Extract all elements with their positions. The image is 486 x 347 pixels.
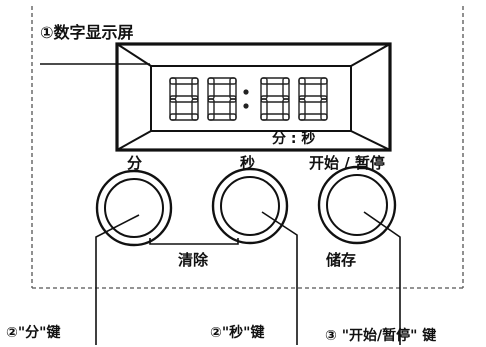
minute-key-callout: ②"分"键	[6, 325, 61, 341]
second-button[interactable]	[211, 167, 289, 245]
start-pause-button[interactable]	[317, 165, 397, 245]
display-title: ①数字显示屏	[40, 23, 134, 42]
digit-segment	[260, 113, 290, 121]
digit-segment	[298, 95, 328, 103]
digit-segment	[169, 77, 177, 100]
display-digit	[207, 77, 237, 121]
display-digit	[298, 77, 328, 121]
colon-dot	[243, 89, 249, 95]
digit-segment	[260, 95, 290, 103]
display-digit	[260, 77, 290, 121]
digit-segment	[207, 95, 237, 103]
display-frame	[115, 42, 392, 152]
digit-segment	[298, 77, 306, 100]
digit-segment	[298, 113, 328, 121]
digit-segment	[298, 77, 328, 85]
second-key-callout: ②"秒"键	[210, 325, 265, 341]
digit-segment	[207, 77, 215, 100]
digit-segment	[169, 113, 199, 121]
minute-button[interactable]	[95, 169, 173, 247]
digit-segment	[169, 77, 199, 85]
clear-bracket	[149, 238, 239, 245]
colon-dot	[243, 103, 249, 109]
minute-button-label: 分	[127, 154, 143, 172]
digital-display	[169, 77, 328, 121]
digit-segment	[260, 77, 290, 85]
clear-label: 清除	[178, 251, 209, 269]
callout-lines	[95, 211, 401, 345]
digit-segment	[169, 95, 199, 103]
digit-segment	[260, 77, 268, 100]
device-outline	[31, 6, 464, 289]
display-unit-label: 分 : 秒	[272, 131, 316, 147]
store-label: 储存	[326, 251, 357, 269]
digit-segment	[207, 77, 237, 85]
start-pause-key-callout: ③ "开始/暂停" 键	[325, 328, 437, 344]
digit-segment	[207, 113, 237, 121]
display-digit	[169, 77, 199, 121]
start-pause-button-label: 开始 / 暂停	[309, 154, 385, 172]
second-button-label: 秒	[240, 154, 256, 172]
